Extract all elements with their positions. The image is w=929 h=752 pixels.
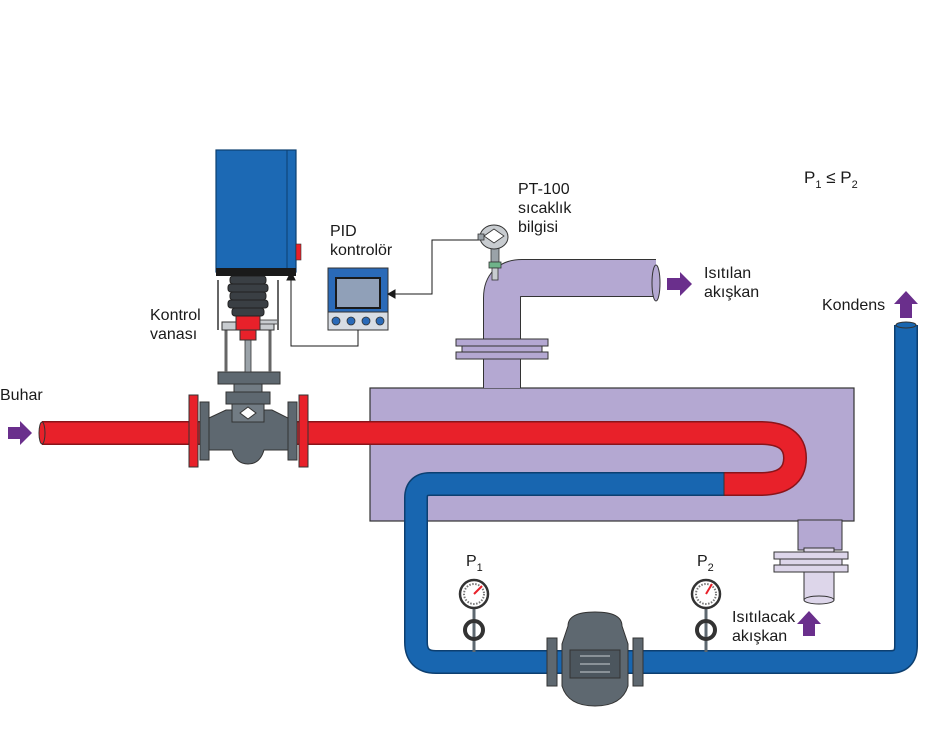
condensate-arrow <box>894 291 918 318</box>
pid-label-line2: kontrolör <box>330 242 393 259</box>
pt100-label: PT-100 sıcaklık bilgisi <box>518 180 571 237</box>
gauge-p1-label: P1 <box>466 552 483 574</box>
heated-fluid-label-line2: akışkan <box>704 284 760 301</box>
pid-controller <box>327 267 389 331</box>
cold-fluid-inlet-pipe <box>773 547 849 605</box>
heat-exchanger-shell <box>369 355 855 551</box>
steam-line-flanges <box>188 394 309 468</box>
condensate-label: Kondens <box>822 297 886 314</box>
cold-fluid-label: Isıtılacak akışkan <box>732 608 795 646</box>
signal-lines <box>286 239 480 347</box>
steam-pipe <box>38 421 807 496</box>
steam-label: Buhar <box>0 387 43 404</box>
steam-inlet-arrow <box>8 421 32 445</box>
control-valve-label: Kontrol vanası <box>150 306 201 344</box>
gauge-p2-letter: P <box>697 553 708 570</box>
gauge-p1-letter: P <box>466 553 477 570</box>
relation-right: P <box>840 168 852 187</box>
gauge-p1-index: 1 <box>476 562 483 574</box>
gauge-p2-index: 2 <box>707 562 714 574</box>
heated-fluid-label-line1: Isıtılan <box>704 265 752 282</box>
pt100-label-line2: sıcaklık <box>518 200 572 217</box>
relation-right-index: 2 <box>851 179 858 191</box>
pressure-gauge-p1 <box>458 578 490 652</box>
cold-inlet-arrow <box>797 611 821 636</box>
control-valve <box>208 275 289 465</box>
heated-outlet-arrow <box>667 272 692 296</box>
relation-operator: ≤ <box>826 168 836 187</box>
control-valve-label-line2: vanası <box>150 326 198 343</box>
pid-label-line1: PID <box>330 223 357 240</box>
control-valve-label-line1: Kontrol <box>150 307 201 324</box>
cold-fluid-label-line1: Isıtılacak <box>732 609 796 626</box>
pt100-label-line3: bilgisi <box>518 219 559 236</box>
relation-left-index: 1 <box>815 179 822 191</box>
relation-left: P <box>804 168 816 187</box>
condensate-pipe <box>404 321 918 674</box>
pt100-sensor <box>477 224 509 281</box>
steam-trap <box>546 611 644 707</box>
heated-fluid-label: Isıtılan akışkan <box>704 264 759 302</box>
pressure-gauge-p2 <box>690 578 722 652</box>
heated-fluid-outlet-pipe <box>455 259 661 388</box>
cold-fluid-label-line2: akışkan <box>732 628 788 645</box>
pressure-relation: P1 ≤ P2 <box>804 168 858 191</box>
valve-actuator <box>215 149 302 276</box>
pid-label: PID kontrolör <box>330 222 392 260</box>
gauge-p2-label: P2 <box>697 552 714 574</box>
pt100-label-line1: PT-100 <box>518 181 570 198</box>
